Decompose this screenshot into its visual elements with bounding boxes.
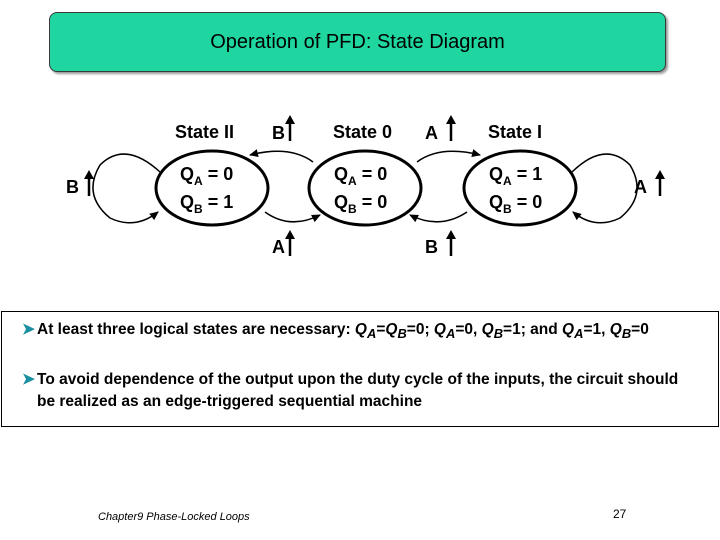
state-0-qa: QA = 0 xyxy=(334,164,387,188)
state-ii-qb: QB = 1 xyxy=(180,192,233,216)
state-label-0: State 0 xyxy=(333,122,392,142)
bullet-arrow-icon: ➤ xyxy=(22,321,35,338)
footer-chapter: Chapter9 Phase-Locked Loops xyxy=(98,511,250,523)
input-a-arrow-right-self: A xyxy=(634,170,665,197)
transition-arc-ii-to-0 xyxy=(264,211,321,223)
bullet-text-1: At least three logical states are necess… xyxy=(37,321,649,342)
state-label-i: State I xyxy=(488,122,542,142)
self-loop-i xyxy=(571,153,638,224)
input-b-arrow-bottom-right: B xyxy=(425,230,456,257)
input-a-arrow-top-right: A xyxy=(425,115,456,143)
state-diagram: State II State 0 State I QA = 0 QB = 1 Q… xyxy=(66,115,665,257)
page-number: 27 xyxy=(613,507,627,521)
state-i-qb: QB = 0 xyxy=(489,192,542,216)
state-label-ii: State II xyxy=(175,122,234,142)
state-ellipse-ii xyxy=(154,149,270,227)
title-banner: Operation of PFD: State Diagram xyxy=(49,12,666,72)
svg-text:B: B xyxy=(425,237,438,257)
input-b-arrow-left-self: B xyxy=(66,170,94,197)
svg-text:A: A xyxy=(272,237,285,257)
state-i-qa: QA = 1 xyxy=(489,164,542,188)
state-0-qb: QB = 0 xyxy=(334,192,387,216)
self-loop-ii xyxy=(92,153,161,224)
state-ii-qa: QA = 0 xyxy=(180,164,233,188)
svg-text:B: B xyxy=(272,123,285,143)
input-b-arrow-top-left: B xyxy=(272,115,295,143)
input-a-arrow-bottom-left: A xyxy=(272,230,295,257)
bullet-text-box: ➤ At least three logical states are nece… xyxy=(1,311,719,427)
state-ellipse-i xyxy=(462,149,578,227)
transition-arc-0-to-i xyxy=(416,149,481,163)
svg-text:A: A xyxy=(425,123,438,143)
state-ellipse-0 xyxy=(307,149,423,227)
transition-arc-i-to-0 xyxy=(409,211,468,223)
bullet-arrow-icon: ➤ xyxy=(22,371,35,388)
svg-text:A: A xyxy=(634,177,647,197)
transition-arc-0-to-ii xyxy=(249,149,314,163)
page-title: Operation of PFD: State Diagram xyxy=(210,31,505,53)
svg-text:B: B xyxy=(66,177,79,197)
bullet-text-2: To avoid dependence of the output upon t… xyxy=(37,371,679,410)
